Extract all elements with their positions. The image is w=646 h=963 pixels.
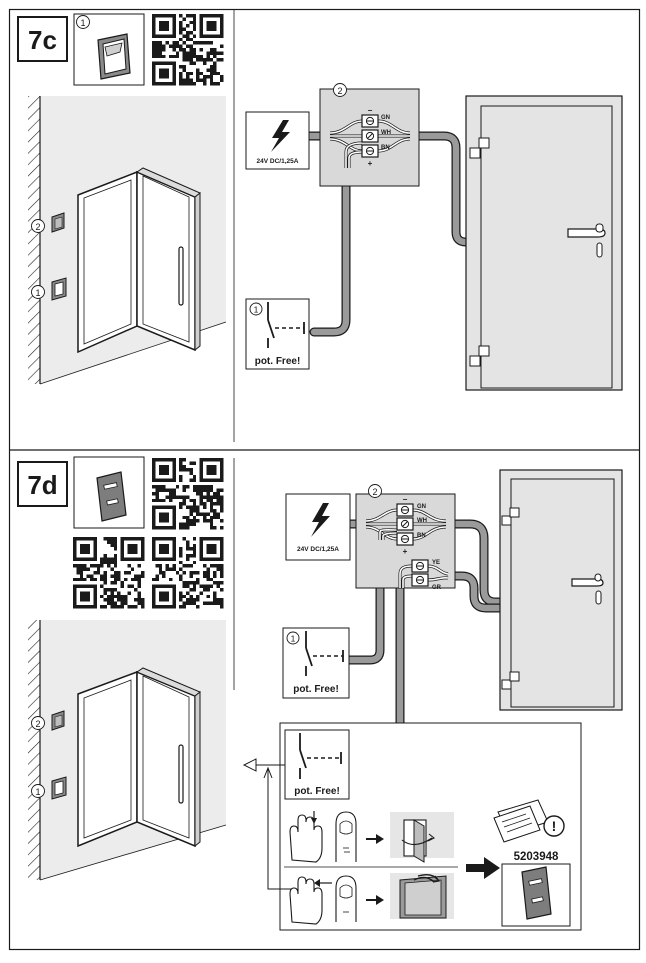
hand-tap-icon [289,876,332,925]
room-scene: 2 1 [28,620,227,881]
terminal-block [396,532,414,546]
wall-hatch [28,96,40,384]
svg-text:1: 1 [254,305,259,315]
terminal-wh-label: WH [417,518,427,524]
wall-hatch [28,620,40,880]
arrow-right-icon [466,857,500,879]
terminal-gr-label: GR [432,585,442,591]
svg-text:1: 1 [291,634,296,644]
terminal-plus-label: + [403,547,408,556]
terminal-block [411,559,429,573]
door-opening-icon [390,812,454,863]
svg-text:!: ! [552,818,557,834]
terminal-minus-label: − [368,106,373,115]
warning-icon: ! [543,815,565,837]
svg-text:1: 1 [35,288,40,298]
terminal-minus-label: − [403,495,408,504]
terminal-block [361,129,379,143]
switch-contact-icon [305,631,344,676]
keypad-device-icon [96,471,127,522]
section-label: 7d [27,470,57,500]
terminal-bn-label: BN [381,145,390,151]
qr-code-icon [152,537,224,609]
callout-2: 2 [333,83,347,97]
callout-1: 1 [31,784,45,798]
callout-2: 2 [31,219,45,233]
door-elevation [465,95,623,391]
qr-code-icon [152,458,224,530]
wall-switch-device [51,776,67,800]
power-supply-box [245,111,310,170]
arrow-right-icon [366,834,384,844]
terminal-bn-label: BN [417,533,426,539]
terminal-wh-label: WH [381,130,391,136]
switch-label: pot. Free! [294,786,340,797]
manual-book-icon [493,799,549,843]
section-label: 7c [28,25,57,55]
outer-frame [8,8,641,951]
switch-label: pot. Free! [255,356,301,367]
lightning-icon [271,120,290,152]
terminal-plus-label: + [368,159,373,168]
callout-1: 1 [249,302,263,316]
section-label-box [17,461,68,507]
callout-1: 1 [76,15,90,29]
rocker-switch-icon [97,33,131,80]
terminal-block [411,573,429,587]
callout-2: 2 [31,716,45,730]
terminal-block [396,517,414,531]
svg-text:2: 2 [372,487,377,497]
terminal-block [396,503,414,517]
door-handle [178,246,184,306]
door-elevation [499,469,623,711]
svg-text:2: 2 [337,86,342,96]
section-label-box [17,16,68,62]
hand-tap-icon [289,811,323,863]
wiring-7d: 2 [242,469,623,931]
terminal-gn-label: GN [417,504,426,510]
svg-text:2: 2 [35,222,40,232]
terminal-gn-label: GN [381,115,390,121]
module-device-2 [51,710,65,731]
switch-contact-box [284,729,350,800]
switch-contact-icon [299,733,342,779]
room-scene: 2 1 [28,96,227,385]
wiring-7c: 2 − + GN WH [245,83,623,391]
door-locking-icon [390,873,454,919]
power-supply-label: 24V DC/1,25A [297,546,339,553]
connection-arrow [242,758,292,890]
callout-1: 1 [31,285,45,299]
svg-text:1: 1 [35,787,40,797]
qr-code-icon [73,537,145,609]
fingertip-icon [335,811,357,862]
switch-contact-icon [267,302,305,348]
power-supply-label: 24V DC/1,25A [257,158,299,165]
svg-text:2: 2 [35,719,40,729]
terminal-block [361,144,379,158]
svg-text:1: 1 [80,18,85,28]
fingertip-icon [335,875,357,922]
lightning-icon [311,503,330,537]
section-7d: 7d [17,456,623,931]
terminal-ye-label: YE [432,560,440,566]
wall-switch-device [51,277,67,301]
callout-1: 1 [286,631,300,645]
keypad-device-icon [521,866,552,920]
callout-2: 2 [368,484,382,498]
module-device-2 [51,212,65,233]
section-7c: 7c 1 [17,13,623,391]
manual-number: 5203948 [514,851,559,863]
switch-label: pot. Free! [293,684,339,695]
door-handle [178,744,184,804]
qr-code-icon [152,14,224,86]
arrow-right-icon [366,895,384,905]
terminal-block [361,114,379,128]
